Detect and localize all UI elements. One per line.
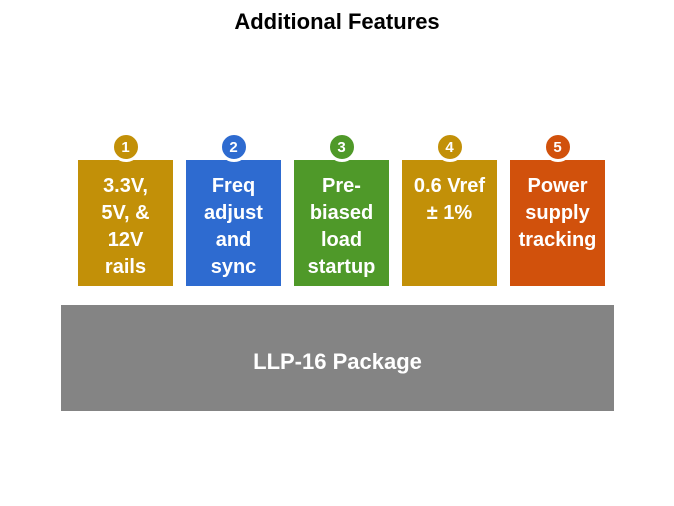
feature-box-supply-tracking: 5 Power supply tracking bbox=[510, 132, 605, 286]
feature-number-badge-5: 5 bbox=[542, 132, 573, 162]
package-bar: LLP-16 Package bbox=[61, 305, 614, 411]
feature-box-prebiased-startup: 3 Pre- biased load startup bbox=[294, 132, 389, 286]
feature-number-badge-1: 1 bbox=[110, 132, 141, 162]
page-title: Additional Features bbox=[234, 9, 440, 34]
feature-label-rails: 3.3V, 5V, & 12V rails bbox=[101, 175, 150, 278]
feature-number-badge-4: 4 bbox=[434, 132, 465, 162]
feature-box-vref: 4 0.6 Vref ± 1% bbox=[402, 132, 497, 286]
package-label: LLP-16 Package bbox=[253, 349, 422, 374]
feature-label-supply-tracking: Power supply tracking bbox=[518, 175, 597, 251]
feature-box-freq-sync: 2 Freq adjust and sync bbox=[186, 132, 281, 286]
feature-label-prebiased-startup: Pre- biased load startup bbox=[307, 175, 376, 278]
features-row: 1 3.3V, 5V, & 12V rails 2 Freq adjust an… bbox=[78, 132, 605, 286]
feature-number-badge-3: 3 bbox=[326, 132, 357, 162]
feature-number-badge-2: 2 bbox=[218, 132, 249, 162]
feature-label-vref: 0.6 Vref ± 1% bbox=[413, 175, 486, 224]
feature-box-rails: 1 3.3V, 5V, & 12V rails bbox=[78, 132, 173, 286]
feature-label-freq-sync: Freq adjust and sync bbox=[204, 175, 263, 278]
